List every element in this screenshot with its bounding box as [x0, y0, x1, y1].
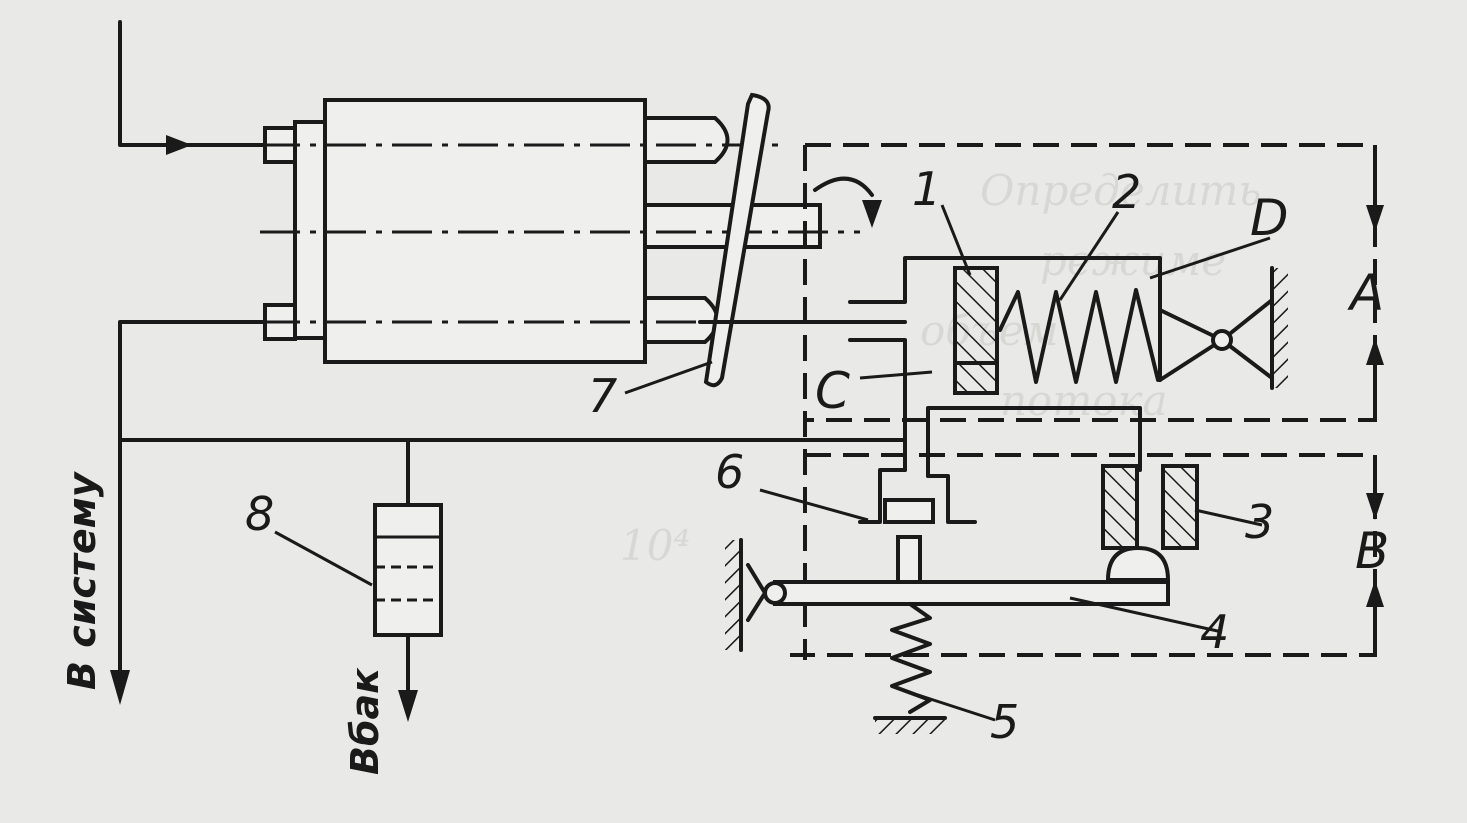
regulator — [725, 143, 1384, 734]
relief-valve — [373, 503, 443, 722]
label-chamber-d: D — [1250, 189, 1289, 247]
label-3: 3 — [1245, 495, 1274, 549]
svg-text:потока: потока — [1000, 376, 1168, 425]
label-zone-a: A — [1347, 264, 1384, 322]
label-8: 8 — [245, 487, 274, 541]
label-5: 5 — [990, 695, 1019, 749]
label-to-system: В систему — [60, 470, 104, 690]
label-zone-b: B — [1355, 522, 1389, 580]
spool-6 — [883, 498, 935, 524]
leader-lines — [274, 204, 1271, 722]
swash-plate — [703, 92, 771, 388]
system-arrow — [110, 670, 130, 705]
svg-text:Определить: Определить — [980, 166, 1261, 215]
piston-upper — [643, 116, 730, 164]
label-4: 4 — [1200, 605, 1229, 659]
label-1: 1 — [912, 162, 941, 216]
lever-4 — [773, 580, 1170, 606]
spool-stem — [896, 535, 922, 587]
piston-3a — [1101, 464, 1139, 550]
svg-text:режиме: режиме — [1040, 236, 1226, 285]
piston-3b — [1161, 464, 1199, 550]
tank-arrow — [398, 690, 418, 722]
pump-end-plate — [293, 120, 327, 340]
wall-right — [1272, 268, 1288, 388]
wall-left — [725, 540, 741, 650]
spring-5 — [890, 602, 932, 714]
label-chamber-c: C — [815, 362, 850, 420]
svg-text:10⁴: 10⁴ — [620, 521, 690, 570]
label-2: 2 — [1112, 165, 1141, 219]
pipelines — [110, 20, 907, 705]
spring-2 — [998, 288, 1160, 384]
piston-1 — [953, 266, 999, 365]
inlet-arrow — [166, 135, 192, 155]
rotation-arrow — [813, 176, 874, 197]
background-bleed: Определить режиме объем потока 10⁴ — [620, 166, 1261, 570]
label-7: 7 — [588, 369, 617, 423]
label-to-tank: Вбак — [343, 667, 387, 775]
label-6: 6 — [715, 445, 744, 499]
